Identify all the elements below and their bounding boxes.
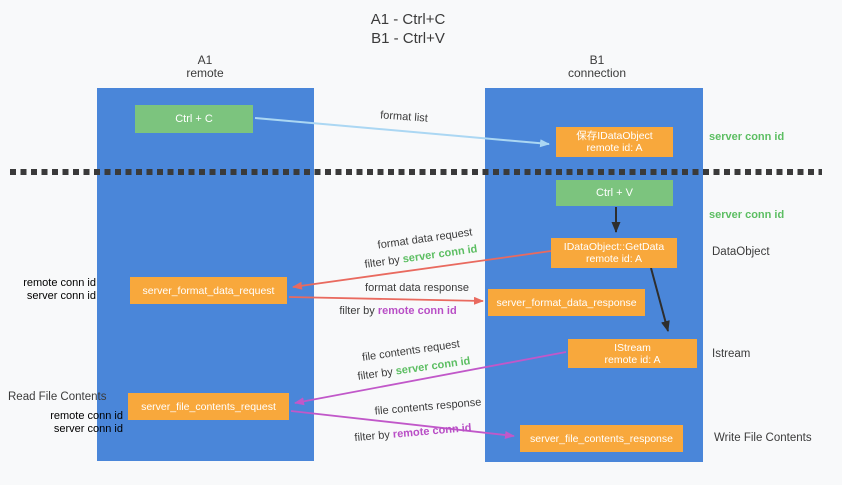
- node-getdata-title: IDataObject::GetData: [563, 241, 665, 253]
- node-getdata-remote-id: remote id: A: [585, 253, 643, 265]
- node-ctrl-v-label: Ctrl + V: [596, 187, 633, 199]
- node-save-idataobject: 保存IDataObject remote id: A: [556, 127, 673, 157]
- file-contents-response-label: file contents response: [374, 396, 482, 417]
- node-save-idataobject-remote-id: remote id: A: [586, 142, 643, 154]
- node-server-file-contents-response: server_file_contents_response: [520, 425, 683, 452]
- server-conn-id-label-left-1: server conn id: [26, 289, 96, 302]
- node-istream: IStream remote id: A: [568, 339, 697, 368]
- node-ctrl-c-label: Ctrl + C: [175, 113, 213, 125]
- lane-b1-name: B1: [589, 53, 605, 67]
- read-file-contents-label: Read File Contents: [8, 391, 107, 403]
- title-line-1: A1 - Ctrl+C: [370, 11, 446, 28]
- server-conn-id-label-right-2: server conn id: [709, 209, 785, 221]
- title-line-2: B1 - Ctrl+V: [371, 30, 445, 47]
- dataobject-label: DataObject: [712, 246, 770, 258]
- write-file-contents-label: Write File Contents: [714, 432, 812, 444]
- file-contents-response-text: file contents response: [374, 396, 482, 418]
- format-list-text: format list: [379, 109, 429, 125]
- node-server-file-contents-request: server_file_contents_request: [128, 393, 289, 420]
- node-ctrl-v: Ctrl + V: [556, 180, 673, 206]
- node-server-format-data-response: server_format_data_response: [488, 289, 645, 316]
- remote-conn-id-text: remote conn id: [392, 421, 472, 441]
- lane-header-b1: B1 connection: [568, 54, 626, 80]
- node-idataobject-getdata: IDataObject::GetData remote id: A: [551, 238, 677, 268]
- filter-by-text: filter by: [356, 365, 397, 383]
- conn-id-stack-file-request: remote conn id server conn id: [10, 410, 123, 435]
- filter-by-remote-conn-id-label-1: filter by remote conn id: [339, 305, 456, 317]
- filter-by-remote-conn-id-label-2: filter by remote conn id: [354, 422, 472, 444]
- node-ctrl-c: Ctrl + C: [135, 105, 253, 133]
- node-server-file-contents-response-label: server_file_contents_response: [529, 432, 673, 445]
- node-server-format-data-request-label: server_format_data_request: [142, 284, 275, 297]
- lane-a1-subtitle: remote: [186, 66, 224, 80]
- lane-a1-name: A1: [197, 53, 213, 67]
- lane-header-a1: A1 remote: [186, 54, 223, 80]
- node-istream-title: IStream: [614, 341, 651, 354]
- remote-conn-id-label-left-1: remote conn id: [23, 277, 96, 289]
- remote-conn-id-label-left-2: remote conn id: [50, 410, 123, 422]
- filter-by-text: filter by: [363, 253, 404, 271]
- server-conn-id-label-right-1: server conn id: [709, 131, 785, 143]
- node-save-idataobject-title: 保存IDataObject: [576, 130, 653, 142]
- filter-by-text: filter by: [339, 305, 378, 317]
- format-data-response-arrow: [288, 296, 484, 305]
- conn-id-stack-format-request: remote conn id server conn id: [10, 277, 96, 302]
- istream-label: Istream: [712, 348, 751, 360]
- remote-conn-id-text: remote conn id: [377, 305, 457, 317]
- node-istream-remote-id: remote id: A: [604, 353, 661, 366]
- format-data-response-text: format data response: [365, 282, 469, 294]
- format-data-response-label: format data response: [365, 282, 469, 294]
- lane-b1-subtitle: connection: [567, 66, 627, 80]
- format-list-label: format list: [380, 109, 428, 124]
- server-conn-id-text: server conn id: [394, 355, 472, 378]
- node-server-file-contents-request-label: server_file_contents_request: [141, 400, 276, 413]
- node-server-format-data-response-label: server_format_data_response: [496, 296, 637, 309]
- server-conn-id-label-left-2: server conn id: [53, 422, 123, 435]
- diagram-title: A1 - Ctrl+C B1 - Ctrl+V: [371, 10, 446, 48]
- filter-by-text: filter by: [354, 428, 394, 445]
- node-server-format-data-request: server_format_data_request: [130, 277, 287, 304]
